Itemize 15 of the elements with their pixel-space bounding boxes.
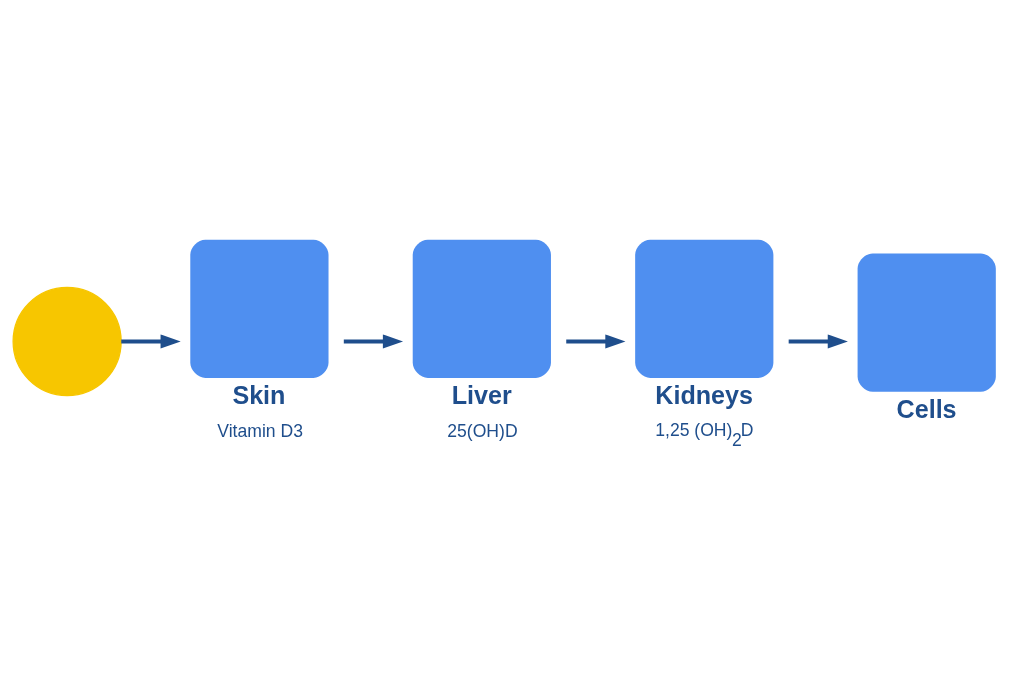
arrow (788, 334, 848, 349)
node-box (190, 239, 329, 378)
node-box (635, 239, 774, 378)
node-label: Kidneys (655, 381, 754, 410)
node-label: Skin (232, 381, 286, 410)
node-label: Vitamin D3 (217, 421, 303, 442)
node-circle (12, 286, 122, 397)
node-box (412, 239, 551, 378)
node-label: Liver (451, 381, 512, 410)
arrow (121, 334, 181, 349)
node-box (857, 253, 996, 392)
arrow (566, 334, 626, 349)
node-label: Cells (896, 395, 957, 424)
node-label: 25(OH)D (447, 421, 518, 442)
arrow (343, 334, 404, 349)
